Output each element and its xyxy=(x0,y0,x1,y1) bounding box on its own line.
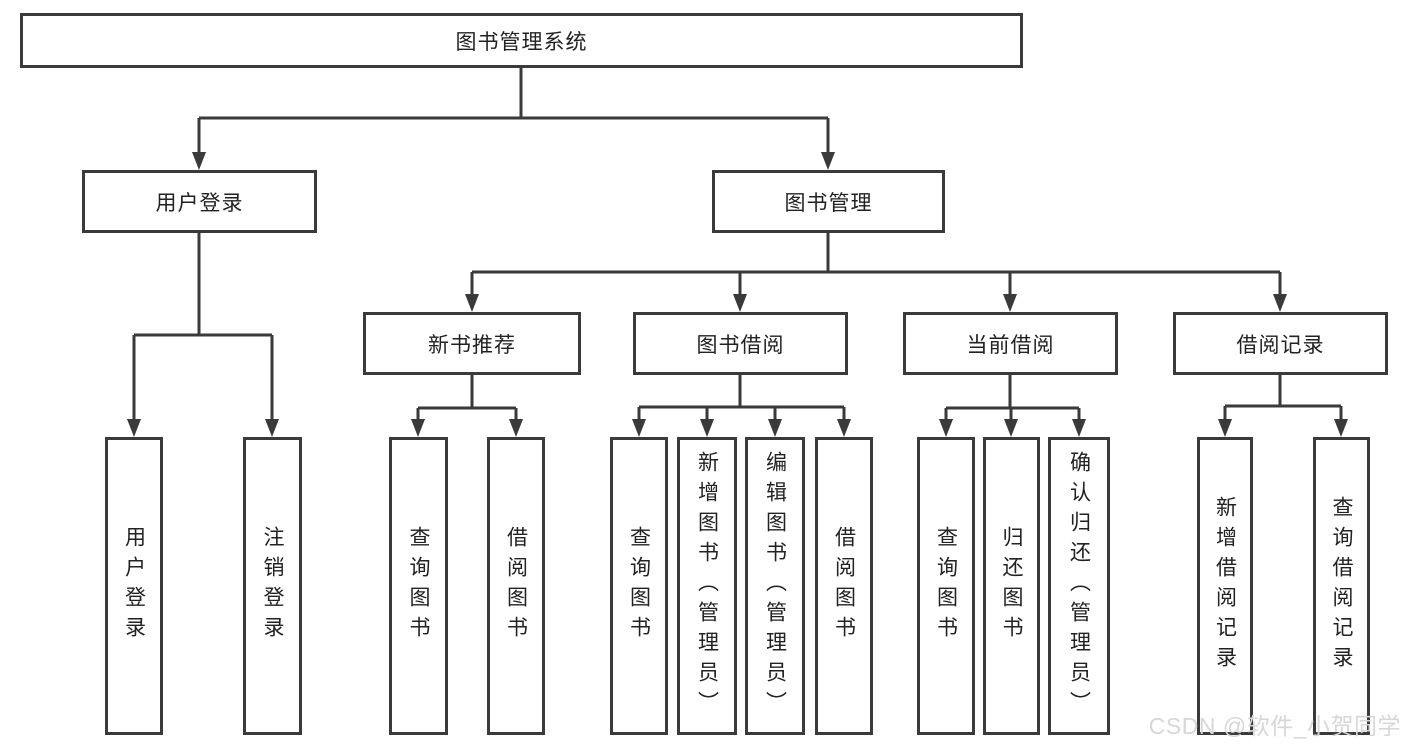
leaf-borrow-books-newbook: 借阅图书 xyxy=(487,437,545,735)
arrow-down-icon xyxy=(837,419,851,437)
leaf-add-borrow-record: 新增借阅记录 xyxy=(1197,437,1253,735)
node-new-book-recommend: 新书推荐 xyxy=(363,312,581,375)
leaf-confirm-return-admin: 确认归还（管理员） xyxy=(1048,437,1110,735)
arrow-down-icon xyxy=(127,419,141,437)
edge-bookmgmt-to-level3 xyxy=(465,233,1287,312)
node-current-borrow: 当前借阅 xyxy=(903,312,1118,375)
arrow-down-icon xyxy=(700,419,714,437)
arrow-down-icon xyxy=(1072,419,1086,437)
leaf-edit-book-admin: 编辑图书（管理员） xyxy=(745,437,805,735)
node-book-management-label: 图书管理 xyxy=(784,191,873,215)
leaf-borrow-books-borrow-label: 借阅图书 xyxy=(832,526,856,646)
node-book-management: 图书管理 xyxy=(712,170,945,233)
arrow-down-icon xyxy=(509,419,523,437)
leaf-return-books: 归还图书 xyxy=(983,437,1040,735)
node-current-borrow-label: 当前借阅 xyxy=(966,333,1055,357)
node-user-login-label: 用户登录 xyxy=(155,191,244,215)
edge-bookborrow-to-leaves xyxy=(632,375,851,437)
arrow-down-icon xyxy=(632,419,646,437)
leaf-borrow-books-borrow: 借阅图书 xyxy=(815,437,873,735)
leaf-user-login-label: 用户登录 xyxy=(122,526,146,646)
arrow-down-icon xyxy=(411,419,425,437)
node-new-book-recommend-label: 新书推荐 xyxy=(428,333,516,357)
arrow-down-icon xyxy=(821,152,835,170)
node-library-system-label: 图书管理系统 xyxy=(455,30,588,54)
edge-borrowrecords-to-leaves xyxy=(1218,375,1348,437)
arrow-down-icon xyxy=(1003,294,1017,312)
arrow-down-icon xyxy=(1218,419,1232,437)
leaf-user-login: 用户登录 xyxy=(105,437,163,735)
node-user-login: 用户登录 xyxy=(82,170,317,233)
leaf-query-books-newbook-label: 查询图书 xyxy=(407,526,430,646)
arrow-down-icon xyxy=(265,419,279,437)
node-library-system: 图书管理系统 xyxy=(20,13,1023,68)
arrow-down-icon xyxy=(465,294,479,312)
leaf-add-book-admin-label: 新增图书（管理员） xyxy=(695,451,719,721)
arrow-down-icon xyxy=(192,152,206,170)
arrow-down-icon xyxy=(939,419,953,437)
leaf-return-books-label: 归还图书 xyxy=(1000,526,1023,646)
leaf-query-borrow-record-label: 查询借阅记录 xyxy=(1330,496,1353,676)
arrow-down-icon xyxy=(1273,294,1287,312)
arrow-down-icon xyxy=(1004,419,1018,437)
leaf-logout-label: 注销登录 xyxy=(261,526,284,646)
arrow-down-icon xyxy=(1334,419,1348,437)
arrow-down-icon xyxy=(768,419,782,437)
leaf-edit-book-admin-label: 编辑图书（管理员） xyxy=(763,451,787,721)
edge-currentborrow-to-leaves xyxy=(939,375,1086,437)
node-borrow-records-label: 借阅记录 xyxy=(1236,333,1325,357)
node-book-borrow-label: 图书借阅 xyxy=(696,333,785,357)
csdn-watermark: CSDN @软件_小贺同学 xyxy=(1148,713,1401,739)
node-book-borrow: 图书借阅 xyxy=(633,312,848,375)
leaf-query-books-current: 查询图书 xyxy=(917,437,975,735)
leaf-add-book-admin: 新增图书（管理员） xyxy=(677,437,737,735)
leaf-query-borrow-record: 查询借阅记录 xyxy=(1313,437,1370,735)
leaf-add-borrow-record-label: 新增借阅记录 xyxy=(1213,496,1237,676)
node-borrow-records: 借阅记录 xyxy=(1173,312,1388,375)
leaf-query-books-newbook: 查询图书 xyxy=(389,437,448,735)
leaf-borrow-books-newbook-label: 借阅图书 xyxy=(504,526,528,646)
leaf-query-books-current-label: 查询图书 xyxy=(934,526,958,646)
leaf-logout: 注销登录 xyxy=(243,437,302,735)
arrow-down-icon xyxy=(733,294,747,312)
leaf-query-books-borrow: 查询图书 xyxy=(610,437,668,735)
leaf-confirm-return-admin-label: 确认归还（管理员） xyxy=(1067,451,1091,721)
leaf-query-books-borrow-label: 查询图书 xyxy=(627,526,651,646)
edge-newbook-to-leaves xyxy=(411,375,523,437)
edge-userlogin-to-leaves xyxy=(127,233,279,437)
edge-root-to-level2 xyxy=(192,68,835,170)
